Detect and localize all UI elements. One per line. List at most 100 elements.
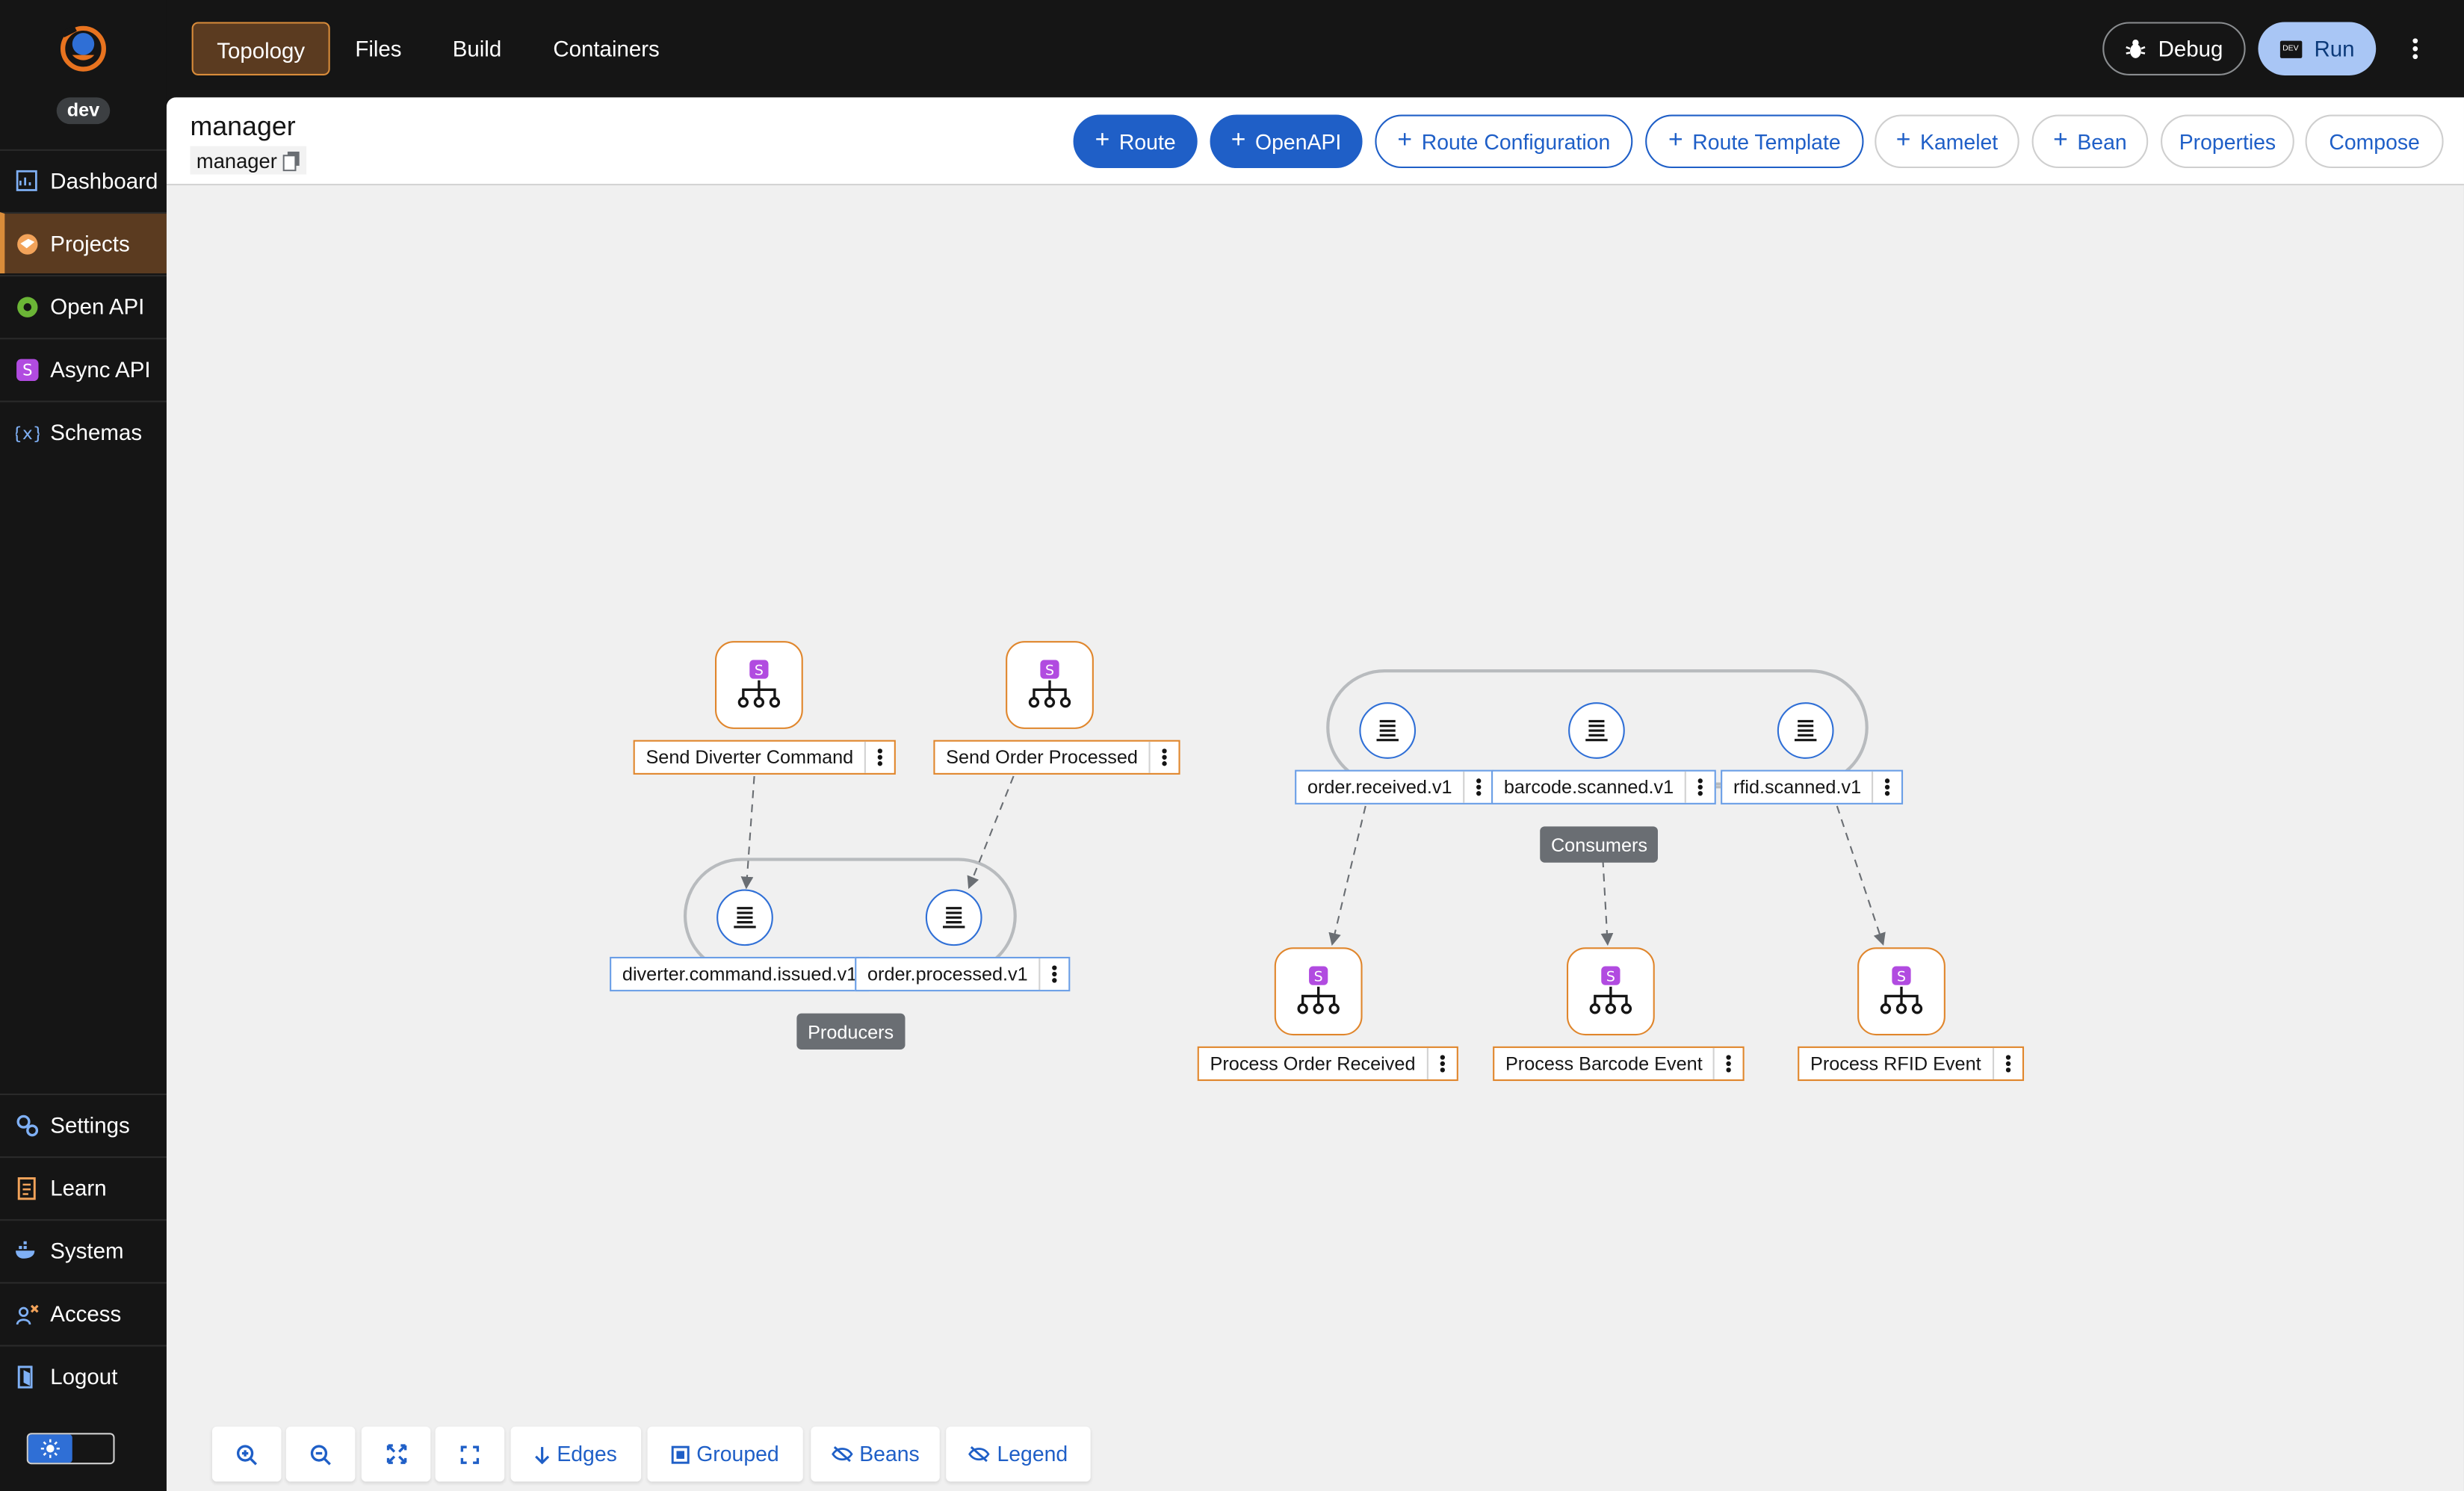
edge-send-order-processed[interactable]	[967, 775, 1015, 890]
nav-item-logout[interactable]: Logout	[0, 1345, 167, 1406]
channel-label-text: order.received.v1	[1307, 776, 1452, 799]
nav-item-projects[interactable]: Projects	[0, 211, 167, 273]
kebab-icon[interactable]	[1872, 771, 1902, 803]
zoom-in-button[interactable]	[211, 1426, 282, 1482]
edge-barcode-scanned[interactable]	[1600, 859, 1614, 946]
route-label-process-barcode-event[interactable]: Process Barcode Event	[1493, 1046, 1745, 1082]
add-openapi-button[interactable]: +OpenAPI	[1210, 114, 1363, 169]
toggle-edges-button[interactable]: Edges	[510, 1426, 642, 1482]
channel-node-diverter-command-issued[interactable]	[716, 889, 773, 946]
group-label-producers[interactable]: Producers	[796, 1013, 905, 1050]
dev-run-icon: DEV	[2279, 40, 2302, 58]
channel-label-order-processed[interactable]: order.processed.v1	[855, 956, 1071, 992]
reset-view-button[interactable]	[435, 1426, 505, 1482]
nav-item-settings[interactable]: Settings	[0, 1093, 167, 1155]
fit-to-screen-button[interactable]	[361, 1426, 431, 1482]
edges-label: Edges	[557, 1442, 617, 1466]
run-button[interactable]: DEV Run	[2258, 22, 2377, 75]
more-options-icon[interactable]	[2401, 31, 2430, 66]
nav-item-open-api[interactable]: Open API	[0, 275, 167, 336]
route-icon: S	[1589, 966, 1632, 1014]
copy-icon[interactable]	[283, 150, 300, 171]
properties-button[interactable]: Properties	[2161, 114, 2294, 169]
toggle-beans-button[interactable]: Beans	[811, 1426, 940, 1482]
add-route-button[interactable]: +Route	[1073, 114, 1198, 169]
edge-send-diverter[interactable]	[740, 775, 755, 890]
channel-label-order-received[interactable]: order.received.v1	[1295, 769, 1495, 805]
nav-item-async-api[interactable]: S Async API	[0, 338, 167, 399]
zoom-out-button[interactable]	[285, 1426, 356, 1482]
svg-text:S: S	[1314, 969, 1323, 985]
toggle-legend-button[interactable]: Legend	[946, 1426, 1091, 1482]
plus-icon: +	[1668, 126, 1683, 154]
nav-item-learn[interactable]: Learn	[0, 1156, 167, 1218]
route-node-send-diverter-command[interactable]: S	[715, 641, 803, 729]
channel-label-barcode-scanned[interactable]: barcode.scanned.v1	[1491, 769, 1716, 805]
settings-icon	[14, 1112, 40, 1138]
kebab-icon[interactable]	[1038, 958, 1068, 991]
channel-node-barcode-scanned[interactable]	[1568, 702, 1625, 759]
add-bean-button[interactable]: +Bean	[2031, 114, 2149, 169]
route-node-process-order-received[interactable]: S	[1274, 947, 1363, 1036]
svg-text:{x}: {x}	[15, 424, 39, 443]
nav-item-dashboard[interactable]: Dashboard	[0, 149, 167, 211]
add-kamelet-button[interactable]: +Kamelet	[1875, 114, 2019, 169]
route-label-process-order-received[interactable]: Process Order Received	[1197, 1046, 1458, 1082]
route-node-send-order-processed[interactable]: S	[1006, 641, 1094, 729]
nav-item-access[interactable]: Access	[0, 1282, 167, 1343]
topology-canvas[interactable]: S S S S S Send Diverter Command Send Ord…	[167, 185, 2464, 1491]
kebab-icon[interactable]	[1426, 1047, 1456, 1079]
arrow-down-icon	[535, 1446, 550, 1464]
edge-order-received[interactable]	[1328, 805, 1366, 946]
eye-slash-icon	[969, 1446, 991, 1463]
route-icon: S	[737, 660, 781, 708]
plus-icon: +	[1397, 126, 1413, 154]
channel-label-diverter-command-issued[interactable]: diverter.command.issued.v1	[610, 956, 870, 992]
tab-files[interactable]: Files	[355, 36, 402, 62]
app-logo[interactable]	[57, 22, 111, 75]
route-label-process-rfid-event[interactable]: Process RFID Event	[1798, 1046, 2024, 1082]
route-node-process-barcode-event[interactable]: S	[1566, 947, 1655, 1036]
kebab-icon[interactable]	[864, 741, 894, 773]
toggle-grouped-button[interactable]: Grouped	[647, 1426, 803, 1482]
queue-icon	[734, 907, 756, 929]
route-label-text: Process Barcode Event	[1505, 1053, 1703, 1075]
kebab-icon[interactable]	[1148, 741, 1179, 773]
topology-edges	[683, 669, 1886, 975]
add-route-template-label: Route Template	[1692, 129, 1841, 154]
channel-node-order-received[interactable]	[1359, 702, 1417, 759]
logout-icon	[14, 1364, 40, 1389]
add-route-template-button[interactable]: + Route Template	[1645, 114, 1864, 169]
nav-item-schemas[interactable]: {x} Schemas	[0, 400, 167, 462]
kebab-icon[interactable]	[1992, 1047, 2022, 1079]
route-node-process-rfid-event[interactable]: S	[1857, 947, 1945, 1036]
debug-button[interactable]: Debug	[2102, 22, 2246, 75]
channel-node-order-processed[interactable]	[925, 889, 982, 946]
nav-label: Logout	[50, 1363, 118, 1389]
nav-label: Access	[50, 1301, 122, 1327]
grouped-label: Grouped	[696, 1442, 779, 1466]
project-id: manager	[190, 146, 307, 175]
route-label-send-order-processed[interactable]: Send Order Processed	[933, 740, 1180, 775]
nav-label: Dashboard	[50, 168, 158, 193]
kebab-icon[interactable]	[1684, 771, 1715, 803]
nav-label: Settings	[50, 1112, 130, 1138]
plus-icon: +	[2053, 126, 2068, 154]
channel-node-rfid-scanned[interactable]	[1777, 702, 1834, 759]
add-route-configuration-button[interactable]: +Route Configuration	[1375, 114, 1633, 169]
nav-item-system[interactable]: System	[0, 1219, 167, 1280]
theme-toggle[interactable]	[26, 1433, 115, 1465]
route-label-text: Send Diverter Command	[646, 746, 854, 769]
channel-label-rfid-scanned[interactable]: rfid.scanned.v1	[1721, 769, 1904, 805]
channel-label-text: diverter.command.issued.v1	[622, 963, 858, 985]
tab-build[interactable]: Build	[452, 36, 502, 62]
channel-label-text: barcode.scanned.v1	[1503, 776, 1674, 799]
route-label-send-diverter-command[interactable]: Send Diverter Command	[633, 740, 897, 775]
tab-containers[interactable]: Containers	[553, 36, 660, 62]
kebab-icon[interactable]	[1713, 1047, 1743, 1079]
tab-topology[interactable]: Topology	[191, 22, 330, 75]
edge-rfid-scanned[interactable]	[1836, 805, 1886, 946]
group-label-consumers[interactable]: Consumers	[1540, 826, 1659, 863]
compose-button[interactable]: Compose	[2305, 114, 2444, 169]
kebab-icon[interactable]	[1463, 771, 1493, 803]
